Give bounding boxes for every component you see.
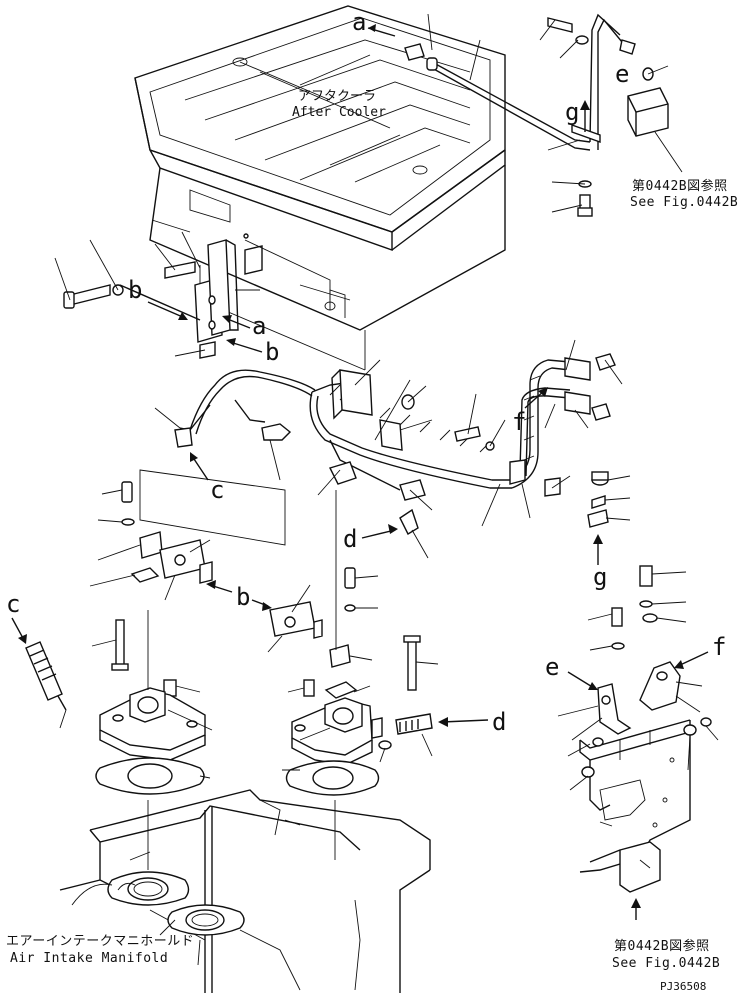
- see-fig-bottom-jp: 第0442B図参照: [614, 938, 710, 954]
- letter-b-left: b: [128, 276, 142, 304]
- intake-label-jp: エアーインテークマニホールド: [6, 934, 194, 949]
- arrowhead-b-mid: [226, 338, 236, 346]
- top-pipe-leaders: [427, 13, 683, 213]
- wire-harness: [174, 353, 616, 535]
- arrow-c-center: [191, 455, 209, 481]
- arrowhead-f-bottom: [674, 660, 684, 669]
- top-pipe: [404, 13, 669, 217]
- center-relay: [324, 490, 379, 699]
- arrowhead-c-center: [190, 452, 198, 462]
- drawing-code: PJ36508: [660, 980, 706, 993]
- letter-e-top: e: [615, 60, 629, 88]
- letter-b-center: b: [236, 583, 250, 611]
- arrowhead-f-pipe: [538, 387, 548, 397]
- letter-b-mid: b: [265, 338, 279, 366]
- letter-g-bottom: g: [593, 563, 607, 591]
- center-intake-heater: [285, 635, 433, 860]
- arrowhead-d-center: [388, 524, 398, 534]
- after-cooler-label-en: After Cooler: [292, 105, 386, 120]
- arrowhead-g-bottom: [593, 534, 603, 544]
- arrow-d-right: [441, 719, 489, 723]
- after-cooler-label-jp: アフタクーラ: [298, 89, 376, 104]
- arrow-f-bottom: [677, 651, 709, 667]
- letter-d-center: d: [343, 525, 357, 553]
- left-heater-leaders: [89, 489, 311, 653]
- see-fig-top-jp: 第0442B図参照: [632, 178, 728, 194]
- arrowhead-b-left: [178, 312, 188, 320]
- right-brackets: [579, 565, 712, 893]
- letter-f-bottom: f: [712, 633, 726, 661]
- right-bracket-leaders: [557, 571, 719, 827]
- letter-d-right: d: [492, 708, 506, 736]
- arrowhead-g-top: [580, 100, 590, 110]
- arrowhead-b-center-right: [262, 602, 272, 611]
- see-fig-top-en: See Fig.0442B: [630, 195, 738, 210]
- letter-f-pipe: f: [512, 408, 526, 436]
- center-intake-leaders: [282, 661, 439, 771]
- left-intake-leaders: [91, 639, 213, 779]
- letter-c-center: c: [210, 476, 224, 504]
- letter-e-bottom: e: [545, 653, 559, 681]
- intake-label-en: Air Intake Manifold: [10, 951, 168, 966]
- arrowhead-a-mid: [222, 315, 232, 323]
- manifold-leaders: [71, 883, 201, 966]
- see-fig-bottom-en: See Fig.0442B: [612, 956, 720, 971]
- letter-c-left: c: [6, 590, 20, 618]
- arrow-e-bottom: [567, 671, 595, 689]
- right-fastener-stack: [587, 471, 631, 528]
- arrowhead-e-bottom: [588, 682, 598, 690]
- harness-leaders: [154, 339, 623, 559]
- left-block-leaders: [54, 219, 260, 357]
- arrowhead-d-right: [438, 717, 448, 727]
- letter-a-top: a: [352, 8, 366, 36]
- letter-a-mid: a: [252, 312, 266, 340]
- letter-g-top: g: [565, 98, 579, 126]
- arrowhead-see-fig-bottom: [631, 898, 641, 908]
- arrowhead-a-top: [368, 24, 376, 32]
- arrowhead-c-left: [18, 634, 27, 644]
- left-intake-heater: [95, 610, 206, 870]
- arrowhead-b-center-left: [206, 580, 216, 589]
- arrow-b-left: [147, 301, 186, 319]
- left-connector-block: [63, 233, 331, 359]
- air-intake-manifold: [59, 789, 431, 993]
- glow-plug-left: [25, 641, 67, 729]
- arrow-b-mid: [229, 341, 263, 353]
